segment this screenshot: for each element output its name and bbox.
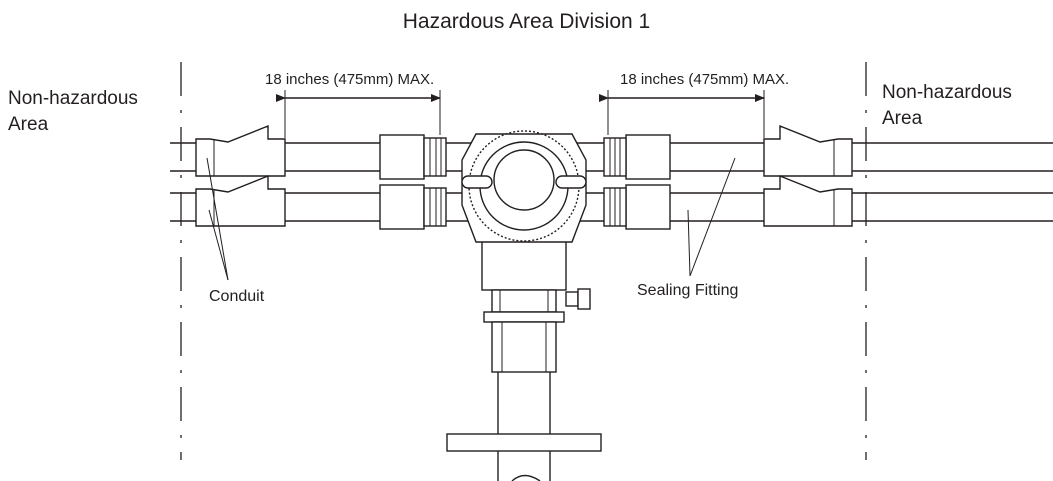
dimension-arrows — [276, 90, 765, 138]
right-area-line1: Non-hazardous — [882, 82, 1012, 103]
leader-lines — [206, 157, 736, 281]
transmitter-housing — [461, 130, 587, 243]
diagram-title: Hazardous Area Division 1 — [402, 10, 651, 33]
sealing-fitting-callout: Sealing Fitting — [637, 282, 739, 299]
left-sealing-fittings — [195, 124, 286, 227]
right-sealing-fittings — [763, 124, 853, 227]
dimension-label-left: 18 inches (475mm) MAX. — [265, 71, 435, 88]
transmitter-stem — [446, 239, 602, 481]
left-area-line2: Area — [8, 114, 49, 135]
right-area-label: Non-hazardous Area — [882, 80, 1012, 132]
left-area-line1: Non-hazardous — [8, 88, 138, 109]
left-area-label: Non-hazardous Area — [8, 86, 138, 138]
left-couplings — [379, 134, 447, 230]
dimension-label-right: 18 inches (475mm) MAX. — [620, 71, 790, 88]
right-couplings — [603, 134, 671, 230]
right-area-line2: Area — [882, 108, 923, 129]
conduit-callout: Conduit — [209, 288, 265, 305]
